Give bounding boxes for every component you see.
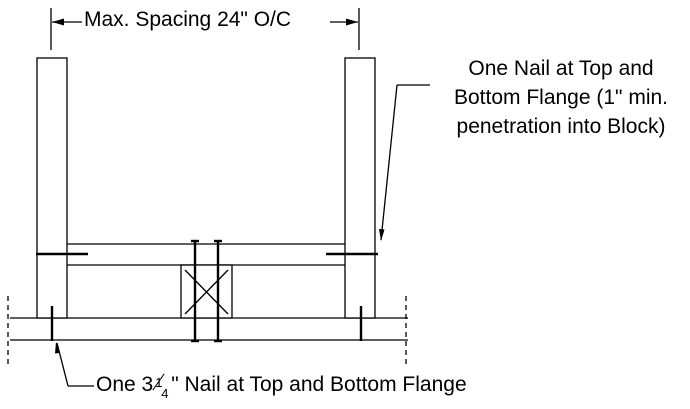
block-nail-note-line-1: One Nail at Top and (468, 57, 654, 80)
joist-right (344, 57, 376, 319)
leader-flange-nail (55, 342, 94, 387)
fraction-numerator: 1 (155, 375, 163, 390)
flange-nail-note-suffix: " Nail at Top and Bottom Flange (171, 373, 467, 396)
block-nail-note-line-3: penetration into Block) (456, 115, 666, 138)
joist-left (36, 57, 68, 319)
dim-arrow-left (52, 18, 64, 26)
spacing-label: Max. Spacing 24" O/C (84, 8, 292, 31)
leader-block-nail (379, 84, 430, 241)
dim-arrow-right (346, 18, 358, 26)
block-nail-note: One Nail at Top and Bottom Flange (1" mi… (436, 54, 686, 141)
block-nail-note-line-2: Bottom Flange (1" min. (453, 86, 669, 109)
flange-nail-note-prefix: One 3 (96, 373, 154, 396)
nails (36, 239, 378, 343)
spacing-dimension (50, 8, 360, 50)
blocking-member (67, 243, 345, 319)
fraction-denominator: 4 (161, 386, 169, 401)
